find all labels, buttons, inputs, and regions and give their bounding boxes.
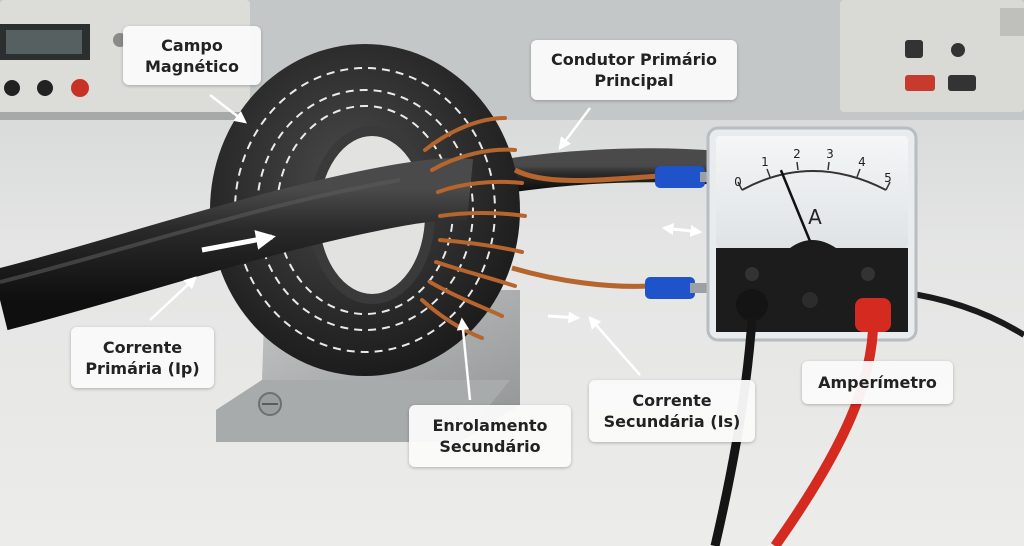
label-campo-magnetico-line1: Campo bbox=[161, 35, 223, 55]
label-enrolamento-secundario-line1: Enrolamento bbox=[432, 416, 548, 435]
meter-scale-ticks bbox=[737, 161, 891, 191]
meter-scale-arc bbox=[741, 170, 887, 191]
meter-tick-2: 2 bbox=[793, 147, 801, 161]
label-condutor-primario-line2: Principal bbox=[594, 71, 674, 90]
label-corrente-secundaria: Corrente Secundária (Is) bbox=[589, 380, 755, 442]
label-corrente-primaria-line2: Primária (Ip) bbox=[85, 358, 200, 378]
secondary-lead-bottom bbox=[511, 265, 651, 289]
meter-needle bbox=[779, 169, 814, 247]
label-corrente-secundaria-line1: Corrente bbox=[632, 391, 712, 410]
red-probe bbox=[770, 298, 891, 546]
meter-wire-right bbox=[899, 289, 1024, 338]
meter-unit: A bbox=[808, 205, 822, 229]
secondary-lead-top bbox=[513, 167, 661, 183]
blue-connector-bottom bbox=[645, 277, 710, 299]
primary-current-arrow bbox=[201, 230, 276, 253]
label-enrolamento-secundario-line2: Secundário bbox=[439, 437, 541, 456]
label-condutor-primario-line1: Condutor Primário bbox=[550, 50, 717, 69]
meter-tick-0: 0 bbox=[734, 175, 742, 189]
label-amperimetro-line1: Amperímetro bbox=[818, 373, 937, 392]
label-campo-magnetico: Campo Magnético bbox=[123, 26, 261, 85]
ammeter: 0 1 2 3 4 5 A bbox=[706, 126, 918, 342]
meter-current-arrow bbox=[661, 223, 703, 237]
label-condutor-primario: Condutor Primário Principal bbox=[531, 40, 737, 100]
label-corrente-secundaria-line2: Secundária (Is) bbox=[603, 412, 741, 431]
meter-tick-4: 4 bbox=[858, 155, 866, 169]
secondary-winding-coils bbox=[420, 116, 527, 340]
label-corrente-primaria-line1: Corrente bbox=[102, 337, 183, 357]
meter-tick-3: 3 bbox=[826, 147, 834, 161]
label-amperimetro: Amperímetro bbox=[802, 361, 953, 404]
meter-tick-1: 1 bbox=[761, 155, 769, 169]
label-pointers bbox=[149, 94, 641, 401]
label-corrente-primaria: Corrente Primária (Ip) bbox=[71, 327, 214, 388]
background-power-supply-right bbox=[840, 0, 1024, 112]
primary-cable-front bbox=[0, 158, 474, 331]
secondary-current-arrow bbox=[547, 311, 581, 324]
meter-tick-5: 5 bbox=[884, 171, 892, 185]
label-enrolamento-secundario: Enrolamento Secundário bbox=[409, 405, 571, 467]
label-campo-magnetico-line2: Magnético bbox=[144, 56, 240, 76]
